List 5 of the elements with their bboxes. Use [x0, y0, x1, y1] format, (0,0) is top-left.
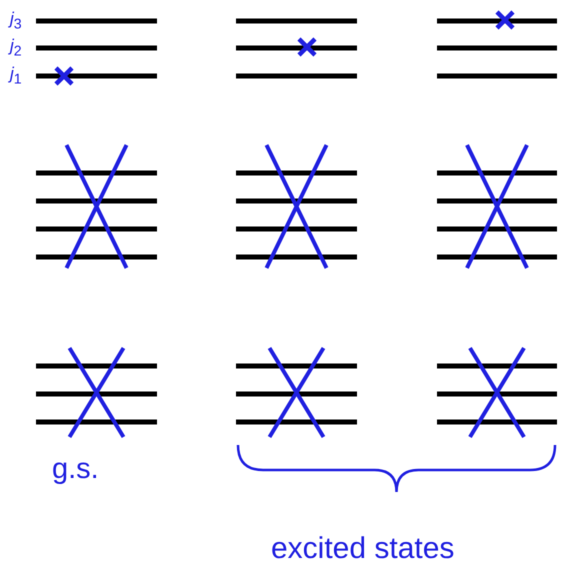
excited-states-label: excited states: [271, 534, 454, 564]
level-label: j$_{1}$: [10, 65, 22, 87]
level-label: j$_{2}$: [10, 37, 22, 59]
ground-state-label: g.s.: [52, 455, 99, 484]
level-label: j$_{3}$: [10, 10, 22, 32]
